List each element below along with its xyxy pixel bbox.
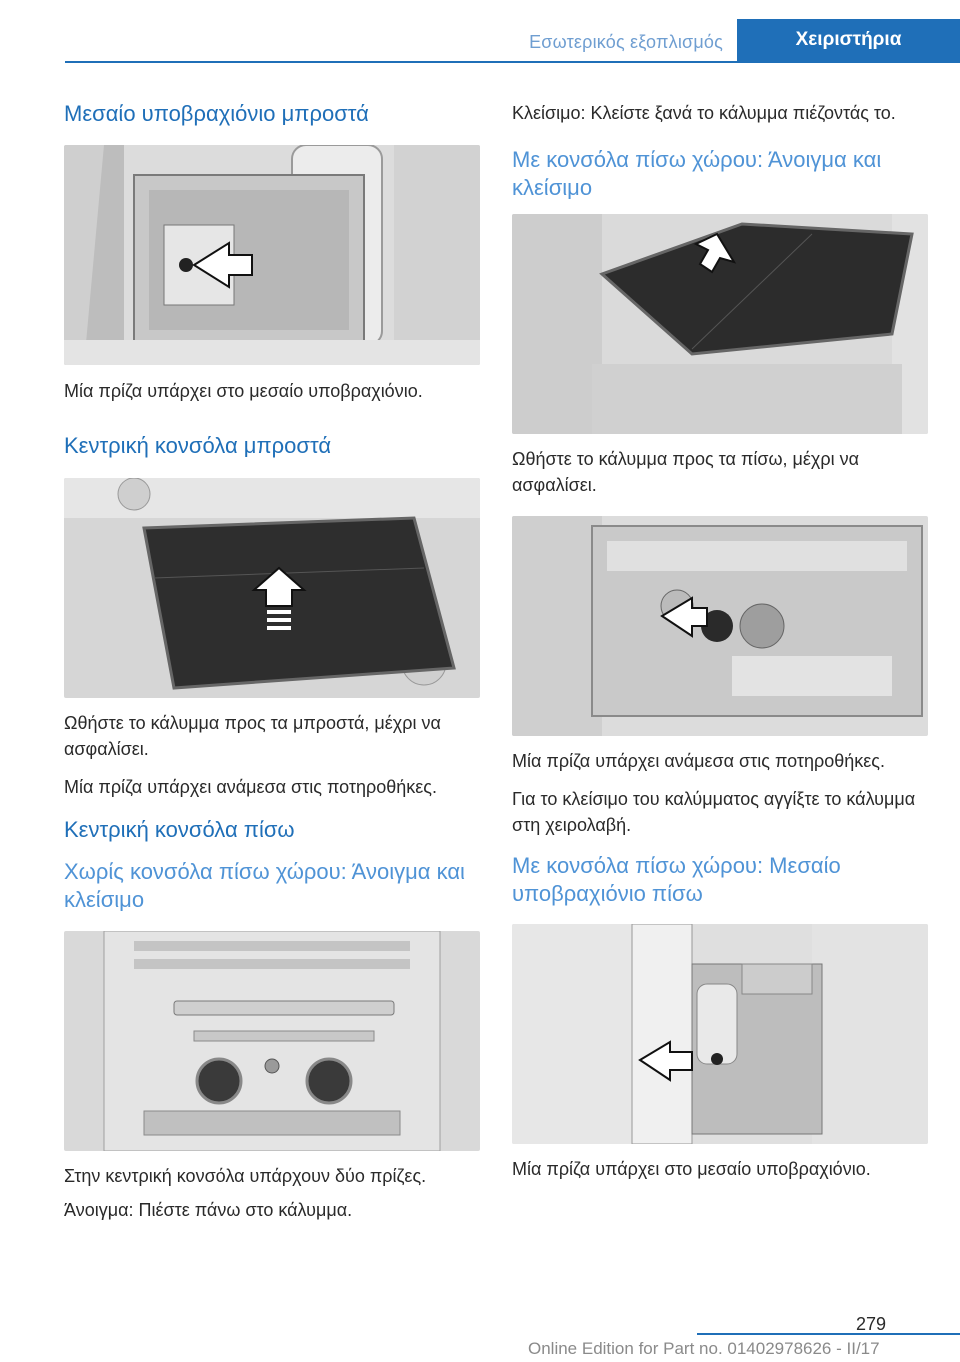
heading-with-rear-console-open-close: Με κονσόλα πίσω χώρου: Άνοιγμα και κλείσ…: [512, 147, 882, 200]
header-chapter-tab[interactable]: Χειριστήρια: [737, 19, 960, 61]
text-closing-press-cover: Κλείσιμο: Κλείστε ξανά το κάλυμμα πιέζον…: [512, 103, 896, 123]
text-socket-between-cupholders-rear: Μία πρίζα υπάρχει ανάμεσα στις ποτηροθή­…: [512, 751, 885, 771]
text-push-cover-forward: Ωθήστε το κάλυμμα προς τα μπροστά, μέχρι…: [64, 713, 441, 759]
text-two-sockets: Στην κεντρική κονσόλα υπάρχουν δύο πρίζε…: [64, 1166, 427, 1186]
left-column: Μεσαίο υποβραχιόνιο μπροστά Μία πρίζα υπ…: [64, 100, 480, 1223]
right-column: Κλείσιμο: Κλείστε ξανά το κάλυμμα πιέζον…: [512, 100, 928, 1182]
image-armrest-front: [64, 145, 480, 365]
page-number: 279: [856, 1314, 887, 1334]
image-rear-armrest: [512, 924, 928, 1144]
text-push-cover-back: Ωθήστε το κάλυμμα προς τα πίσω, μέχρι να…: [512, 449, 860, 495]
header-section-title: Εσωτερικός εξοπλισμός: [529, 32, 723, 52]
text-armrest-rear-socket: Μία πρίζα υπάρχει στο μεσαίο υποβραχιόνι…: [512, 1159, 871, 1179]
heading-center-console-rear: Κεντρική κονσόλα πίσω: [64, 817, 295, 842]
heading-center-console-front: Κεντρική κονσόλα μπροστά: [64, 433, 332, 458]
heading-with-rear-console-armrest: Με κονσόλα πίσω χώρου: Μεσαίο υποβραχιόν…: [512, 853, 841, 906]
footer-edition: Online Edition for Part no. 01402978626 …: [528, 1339, 880, 1358]
text-socket-between-cupholders: Μία πρίζα υπάρχει ανάμεσα στις ποτηροθή­…: [64, 777, 437, 797]
heading-armrest-front: Μεσαίο υποβραχιόνιο μπροστά: [64, 101, 369, 126]
text-close-touch-handle: Για το κλείσιμο του καλύμματος αγγίξτε τ…: [512, 789, 916, 835]
text-opening-press-cover: Άνοιγμα: Πιέστε πάνω στο κάλυμμα.: [64, 1200, 353, 1220]
footer-rule: [697, 1333, 960, 1335]
heading-without-rear-console: Χωρίς κονσόλα πίσω χώρου: Άνοιγμα και κλ…: [64, 859, 465, 912]
image-center-console-front: [64, 478, 480, 698]
header-rule: [65, 61, 960, 63]
image-rear-console-sockets: [64, 931, 480, 1151]
image-rear-console-cupholders: [512, 516, 928, 736]
image-rear-console-cover: [512, 214, 928, 434]
text-armrest-front-socket: Μία πρίζα υπάρχει στο μεσαίο υποβραχιόνι…: [64, 381, 423, 401]
